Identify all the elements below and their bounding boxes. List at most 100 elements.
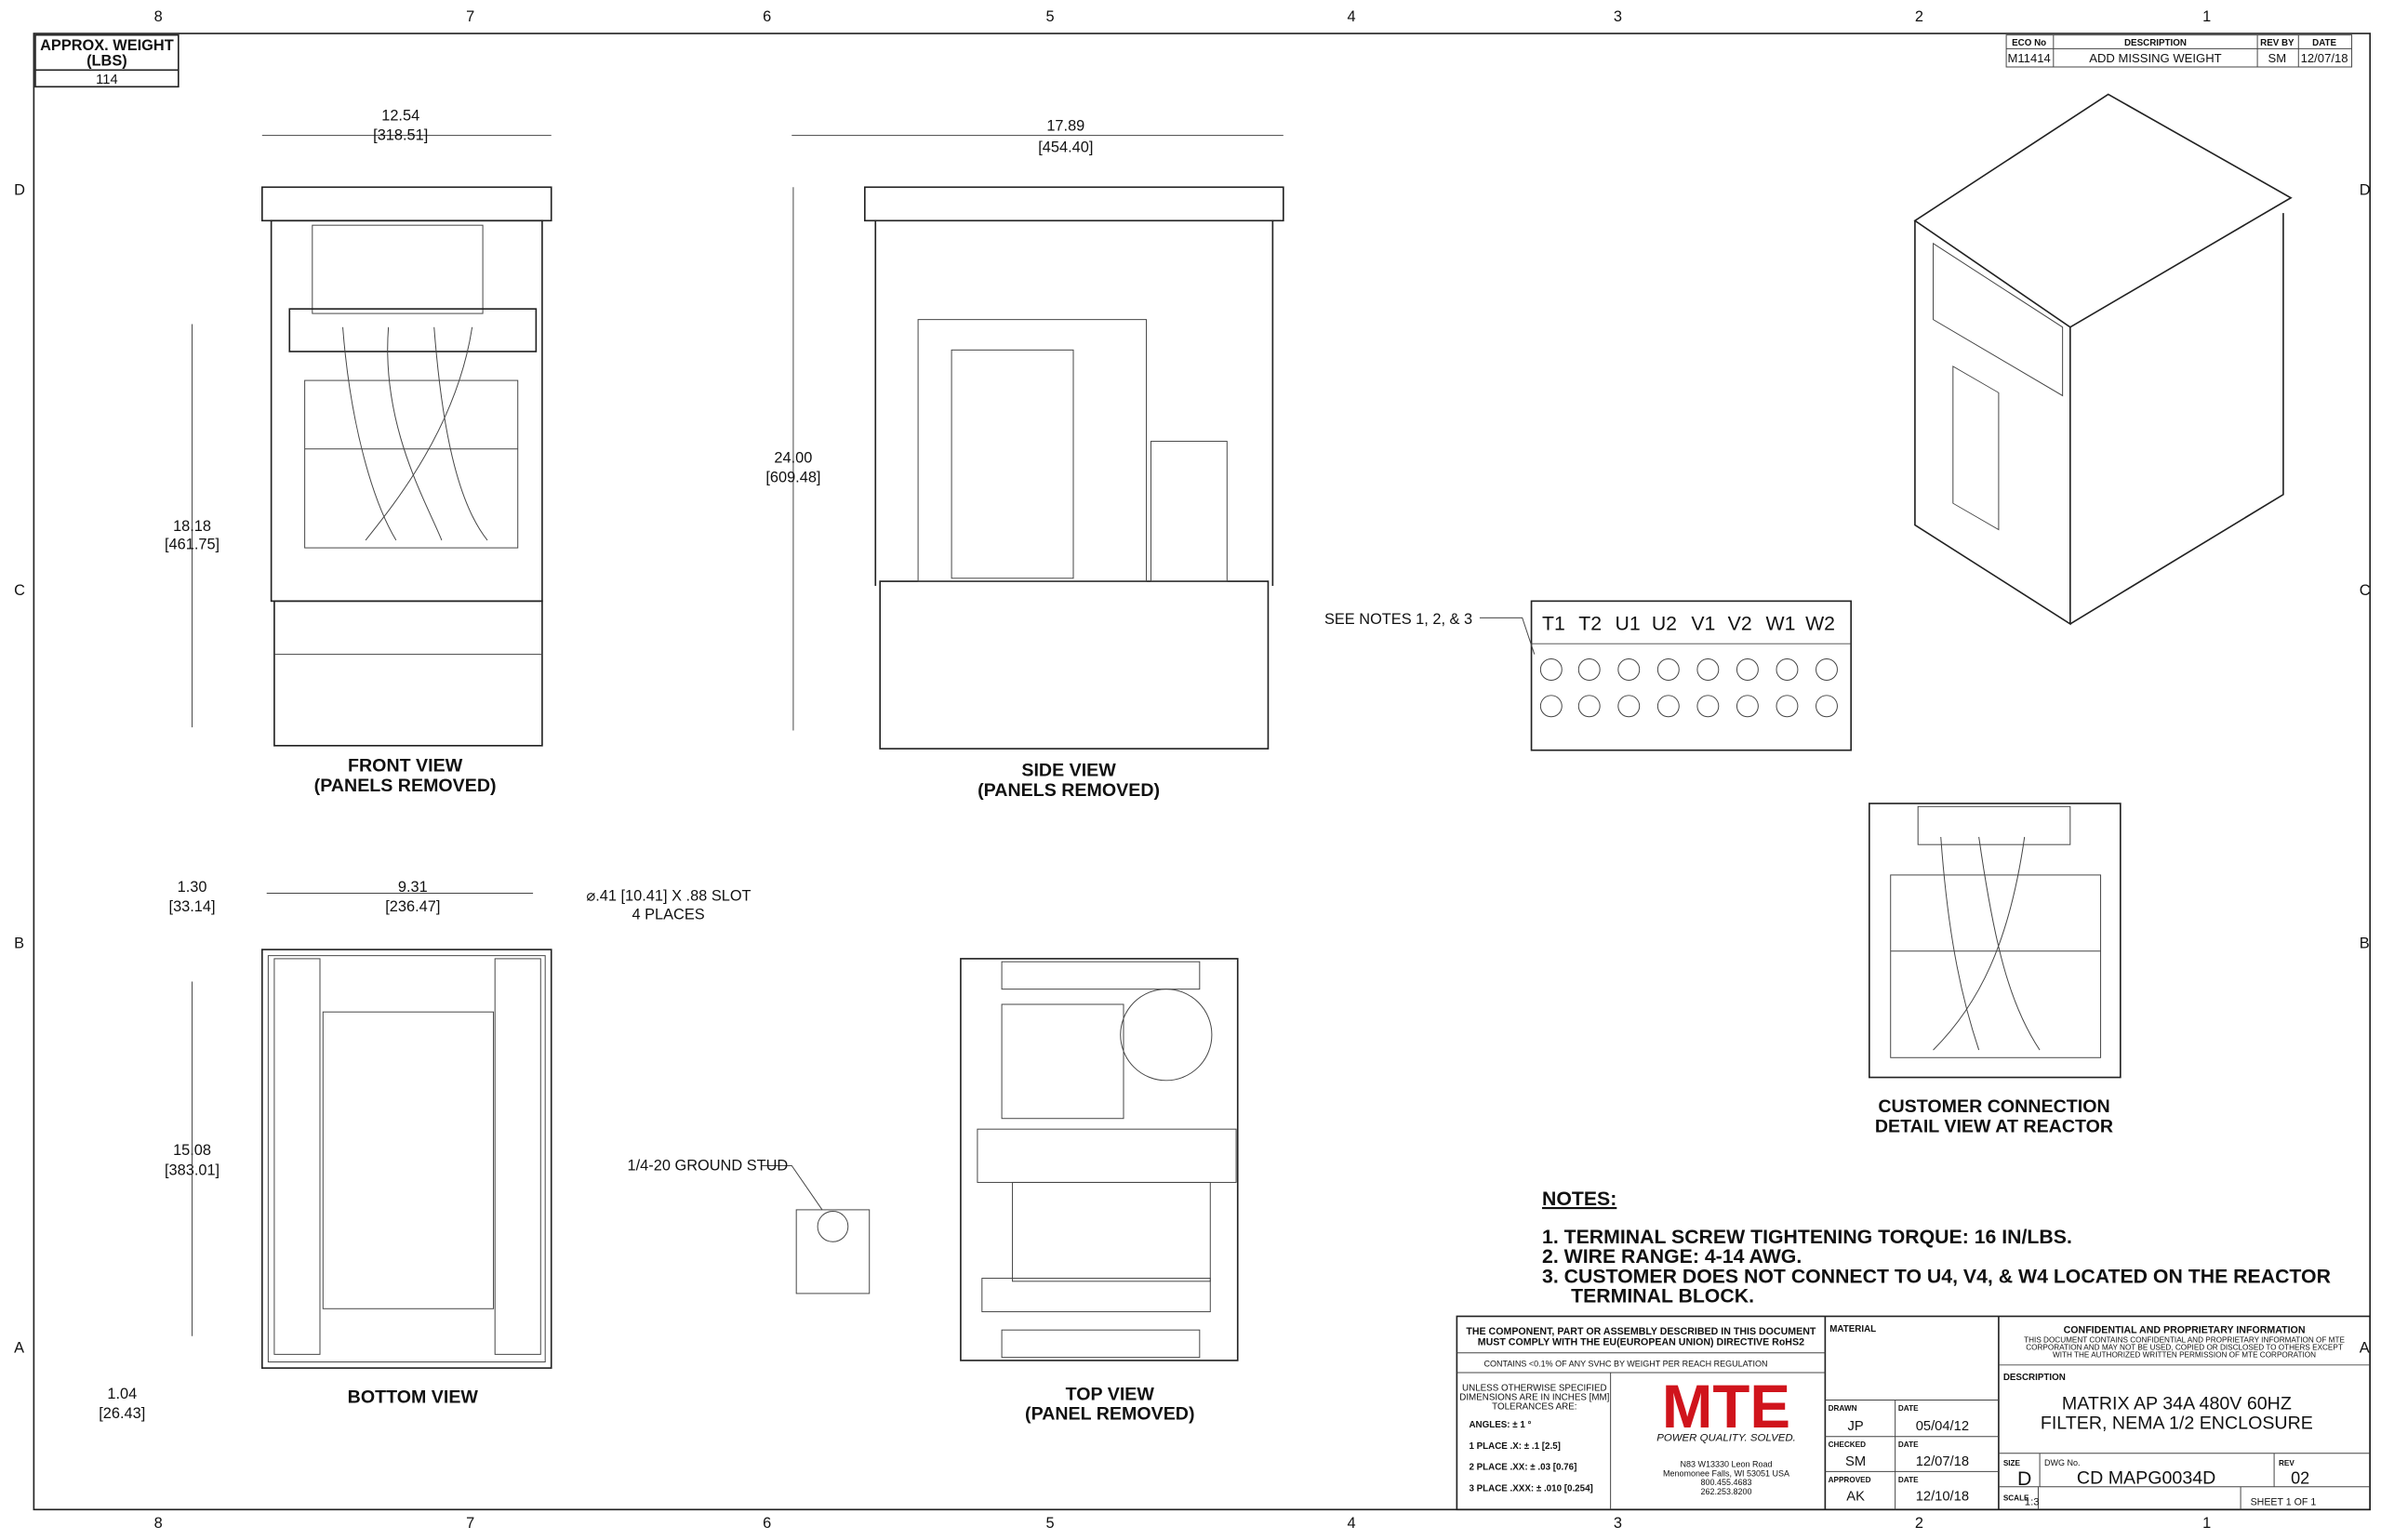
confidential-line-1: THIS DOCUMENT CONTAINS CONFIDENTIAL AND …	[2024, 1335, 2345, 1344]
description-line-1: MATRIX AP 34A 480V 60HZ	[2062, 1393, 2292, 1414]
dwg-label: DWG No.	[2044, 1458, 2081, 1467]
zone-7-bottom: 7	[466, 1515, 474, 1532]
side-view-subtitle: (PANELS REMOVED)	[978, 780, 1160, 801]
zone-markers: 8 7 6 5 4 3 2 1 8 7 6 5 4 3 2 1 D C B A …	[14, 8, 2371, 1532]
front-height-dim: 18.18	[173, 518, 211, 535]
note-2: 2. WIRE RANGE: 4-14 AWG.	[1542, 1245, 1802, 1268]
size-label: SIZE	[2003, 1459, 2021, 1467]
zone-8: 8	[154, 8, 163, 25]
bottom-dim-1-mm: [33.14]	[169, 898, 216, 915]
slot-callout: ⌀.41 [10.41] X .88 SLOT	[586, 888, 751, 905]
scale-value: 1:3	[2025, 1496, 2040, 1507]
zone-2: 2	[1915, 8, 1923, 25]
terminal-t2: T2	[1578, 612, 1602, 634]
terminal-w2: W2	[1805, 612, 1835, 634]
tolerance-1-place: 1 PLACE .X: ± .1 [2.5]	[1469, 1441, 1560, 1452]
rohs-line-2: MUST COMPLY WITH THE EU(EUROPEAN UNION) …	[1478, 1337, 1804, 1348]
drawn-date-label: DATE	[1898, 1404, 1919, 1413]
zone-a: A	[14, 1340, 24, 1357]
drawn-date: 05/04/12	[1916, 1419, 1969, 1434]
side-height-mm: [609.48]	[765, 470, 820, 486]
top-view: 1/4-20 GROUND STUD TOP VIEW (PANEL REMOV…	[628, 958, 1239, 1425]
revision-table: ECO No DESCRIPTION REV BY DATE M11414 AD…	[2005, 34, 2353, 68]
zone-5: 5	[1046, 8, 1055, 25]
zone-6: 6	[763, 8, 771, 25]
isometric-view	[1913, 93, 2293, 626]
drawing-number: CD MAPG0034D	[2077, 1467, 2215, 1488]
sheet-border	[33, 33, 2371, 1511]
mte-tagline: POWER QUALITY. SOLVED.	[1656, 1433, 1796, 1444]
side-height-dim: 24.00	[774, 449, 812, 466]
title-block: THE COMPONENT, PART OR ASSEMBLY DESCRIBE…	[1456, 1315, 2371, 1511]
terminal-v1: V1	[1691, 612, 1715, 634]
zone-5-bottom: 5	[1046, 1515, 1055, 1532]
slot-count: 4 PLACES	[632, 906, 704, 923]
bottom-dim-4: 1.04	[107, 1386, 137, 1402]
phone-2: 262.253.8200	[1700, 1487, 1751, 1496]
reach-statement: CONTAINS <0.1% OF ANY SVHC BY WEIGHT PER…	[1484, 1359, 1768, 1368]
zone-b-right: B	[2360, 935, 2370, 951]
weight-box: APPROX. WEIGHT (LBS) 114	[34, 33, 180, 88]
checked-label: CHECKED	[1829, 1440, 1867, 1449]
approved-label: APPROVED	[1829, 1476, 1871, 1484]
checked-by: SM	[1845, 1454, 1866, 1469]
approved-date-label: DATE	[1898, 1476, 1919, 1484]
rev-header-eco: ECO No	[2012, 38, 2046, 48]
scale-label: SCALE	[2003, 1494, 2029, 1502]
detail-view-title: CUSTOMER CONNECTION	[1878, 1096, 2109, 1117]
confidential-line-3: WITH THE AUTHORIZED WRITTEN PERMISSION O…	[2053, 1351, 2316, 1360]
rev-header-desc: DESCRIPTION	[2124, 38, 2187, 48]
notes: NOTES: 1. TERMINAL SCREW TIGHTENING TORQ…	[1542, 1188, 2331, 1308]
detail-view-subtitle: DETAIL VIEW AT REACTOR	[1875, 1116, 2113, 1136]
description-label: DESCRIPTION	[2003, 1373, 2066, 1383]
zone-d-right: D	[2360, 181, 2371, 198]
material-label: MATERIAL	[1829, 1324, 1876, 1334]
zone-1: 1	[2202, 8, 2211, 25]
bottom-view-title: BOTTOM VIEW	[348, 1387, 479, 1408]
zone-4-bottom: 4	[1348, 1515, 1356, 1532]
confidential-title: CONFIDENTIAL AND PROPRIETARY INFORMATION	[2064, 1324, 2306, 1335]
tolerance-heading-1: UNLESS OTHERWISE SPECIFIED	[1462, 1384, 1607, 1394]
rev-label: REV	[2279, 1459, 2295, 1467]
tolerance-heading-2: DIMENSIONS ARE IN INCHES [MM]	[1459, 1392, 1609, 1402]
front-view: 12.54 [318.51] 18.18 [461.75] FRONT VIEW…	[165, 107, 552, 796]
tolerance-heading-3: TOLERANCES ARE:	[1492, 1401, 1576, 1412]
approved-date: 12/10/18	[1916, 1489, 1969, 1504]
ground-stud-callout: 1/4-20 GROUND STUD	[628, 1157, 789, 1174]
weight-label: APPROX. WEIGHT	[40, 37, 174, 54]
rev-header-by: REV BY	[2260, 38, 2295, 48]
tolerance-3-place: 3 PLACE .XXX: ± .010 [0.254]	[1469, 1484, 1592, 1494]
checked-date-label: DATE	[1898, 1440, 1919, 1449]
front-view-title: FRONT VIEW	[348, 756, 463, 777]
rev-desc: ADD MISSING WEIGHT	[2089, 51, 2221, 65]
terminal-w1: W1	[1766, 612, 1796, 634]
address-street: N83 W13330 Leon Road	[1680, 1459, 1772, 1468]
see-notes-callout: SEE NOTES 1, 2, & 3	[1324, 611, 1472, 628]
description-line-2: FILTER, NEMA 1/2 ENCLOSURE	[2041, 1414, 2313, 1434]
zone-3-bottom: 3	[1614, 1515, 1622, 1532]
bottom-dim-4-mm: [26.43]	[99, 1405, 145, 1422]
zone-3: 3	[1614, 8, 1622, 25]
bottom-dim-1: 1.30	[178, 879, 207, 896]
zone-6-bottom: 6	[763, 1515, 771, 1532]
zone-8-bottom: 8	[154, 1515, 163, 1532]
zone-b: B	[14, 935, 24, 951]
terminal-t1: T1	[1542, 612, 1565, 634]
terminal-detail: T1 T2 U1 U2 V1 V2 W1 W2 SEE NOTES 1, 2, …	[1324, 600, 2122, 1136]
front-width-mm: [318.51]	[373, 127, 428, 144]
bottom-view: 1.30 [33.14] 9.31 [236.47] 15.08 [383.01…	[99, 879, 751, 1422]
zone-1-bottom: 1	[2202, 1515, 2211, 1532]
rev-by: SM	[2268, 51, 2287, 65]
checked-date: 12/07/18	[1916, 1454, 1969, 1469]
note-1: 1. TERMINAL SCREW TIGHTENING TORQUE: 16 …	[1542, 1226, 2072, 1248]
terminal-v2: V2	[1728, 612, 1752, 634]
tolerance-angles: ANGLES: ± 1 °	[1469, 1420, 1531, 1430]
rohs-line-1: THE COMPONENT, PART OR ASSEMBLY DESCRIBE…	[1466, 1326, 1816, 1337]
bottom-dim-2: 9.31	[398, 879, 428, 896]
front-height-mm: [461.75]	[165, 537, 219, 553]
rev-header-date: DATE	[2312, 38, 2336, 48]
side-view: 17.89 [454.40] 24.00 [609.48] SIDE VIEW …	[765, 118, 1284, 801]
confidential-line-2: CORPORATION AND MAY NOT BE USED, COPIED …	[2026, 1343, 2343, 1351]
zone-4: 4	[1348, 8, 1356, 25]
